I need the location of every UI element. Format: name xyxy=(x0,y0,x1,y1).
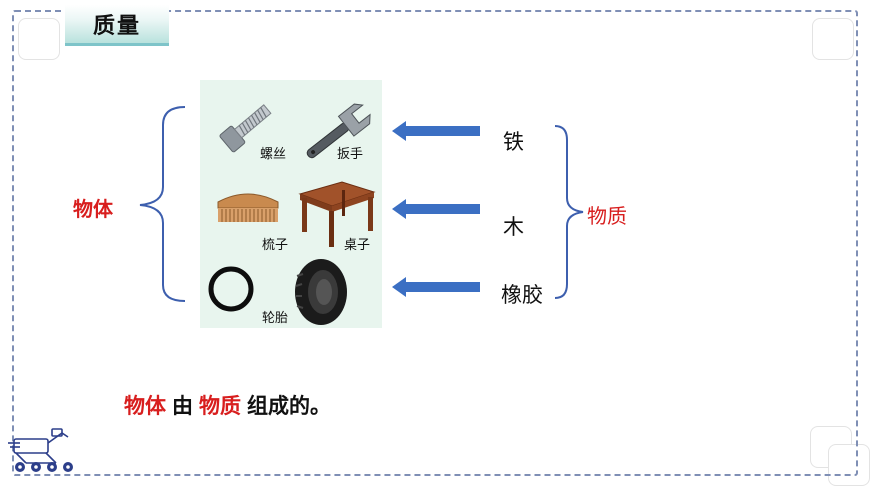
object-label-table: 桌子 xyxy=(344,238,371,253)
material-rubber: 橡胶 xyxy=(501,283,543,307)
materials-bracket xyxy=(554,125,584,299)
ring-icon xyxy=(208,266,254,312)
object-label-tire: 轮胎 xyxy=(262,311,289,326)
wrench-icon xyxy=(306,103,371,159)
arrow-wood xyxy=(392,199,480,219)
sentence-part-composed: 组成的。 xyxy=(247,393,331,418)
material-iron: 铁 xyxy=(503,130,524,154)
bolt-icon xyxy=(219,104,272,153)
slide-frame xyxy=(12,10,858,476)
tire-icon xyxy=(295,259,347,325)
page-title: 质量 xyxy=(65,5,169,46)
objects-bracket xyxy=(139,106,186,302)
object-label-wrench: 扳手 xyxy=(337,147,364,162)
arrow-rubber xyxy=(392,277,480,297)
corner-decoration-top-right xyxy=(812,18,854,60)
objects-group-label: 物体 xyxy=(73,197,113,221)
sentence-part-objects: 物体 xyxy=(124,393,166,418)
sentence-part-by: 由 xyxy=(172,393,193,418)
arrow-iron xyxy=(392,121,480,141)
comb-icon xyxy=(217,193,279,222)
table-icon xyxy=(298,181,376,247)
conclusion-sentence: 物体由物质组成的。 xyxy=(124,390,337,420)
object-label-comb: 梳子 xyxy=(262,238,289,253)
material-wood: 木 xyxy=(503,215,524,239)
rover-logo-icon xyxy=(8,428,73,472)
corner-decoration-top-left xyxy=(18,18,60,60)
materials-group-label: 物质 xyxy=(587,204,627,228)
sentence-part-matter: 物质 xyxy=(199,393,241,418)
object-label-screw: 螺丝 xyxy=(260,147,287,162)
